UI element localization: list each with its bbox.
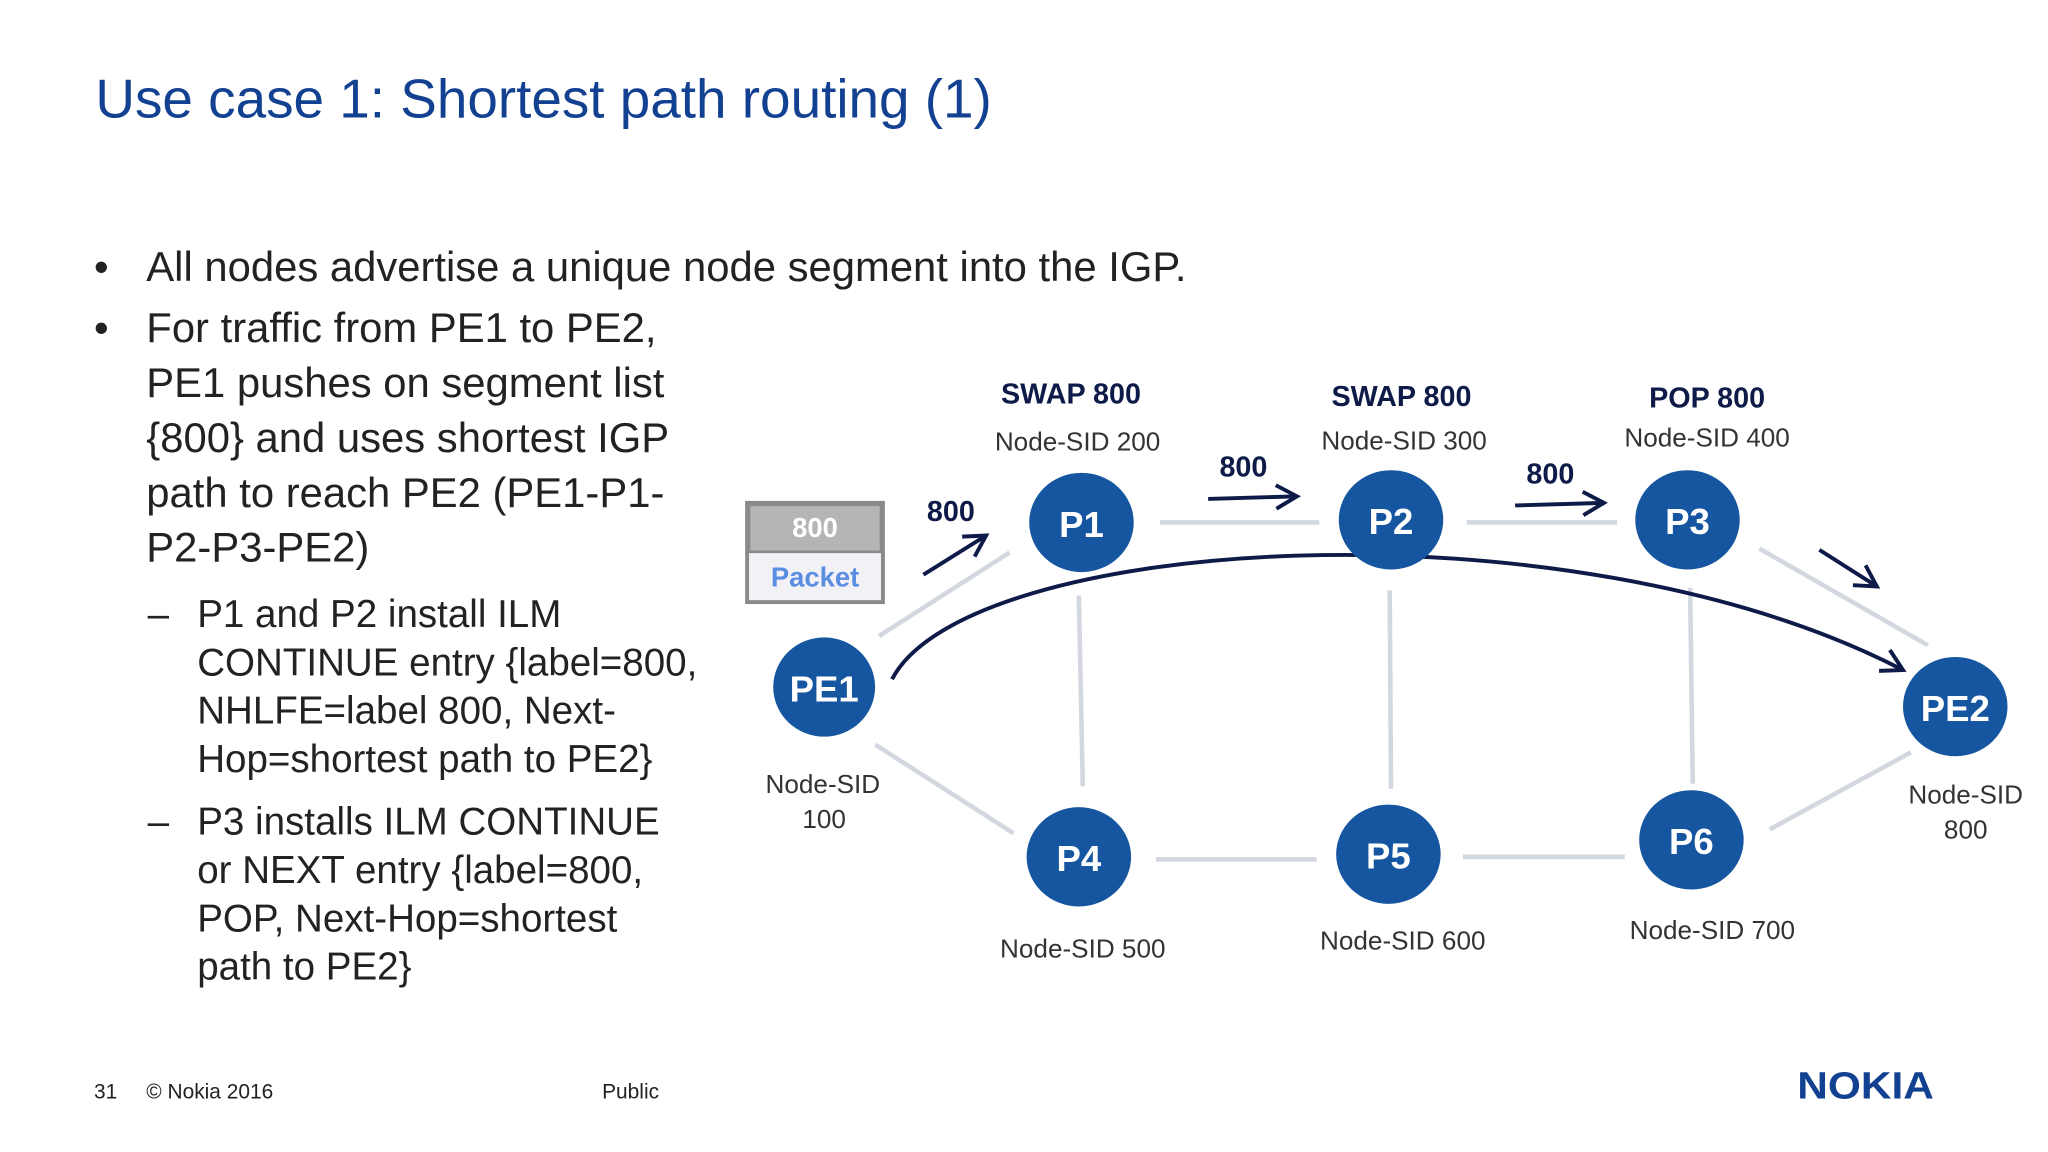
node-label: P4	[1056, 838, 1101, 879]
nodes: PE1 P1 P2 P3 PE2 P4 P5 P6	[773, 470, 2008, 907]
hop-arrow	[1818, 548, 1881, 589]
links	[873, 520, 1929, 862]
sid-label-pe1: Node-SID	[766, 769, 881, 799]
sid-label-pe2: Node-SID	[1908, 779, 2023, 809]
hop-label: 800	[1219, 452, 1267, 484]
packet-label: 800	[792, 512, 838, 543]
node-pe1: PE1	[773, 637, 876, 737]
link-p3-pe2	[1758, 546, 1929, 648]
nokia-logo: NOKIA	[1797, 1065, 1934, 1108]
hop-label: 800	[1526, 458, 1574, 490]
sid-label-p4: Node-SID 500	[1000, 933, 1165, 963]
sid-label-pe2: 800	[1944, 815, 1988, 845]
node-label: P2	[1369, 501, 1414, 542]
hop-label: 800	[927, 496, 975, 528]
node-label: PE1	[790, 668, 859, 709]
hop-arrow	[922, 533, 990, 577]
bullet-line: For traffic from PE1 to PE2,	[146, 304, 657, 352]
sub-bullet-line: CONTINUE entry {label=800,	[197, 641, 698, 685]
shortest-path-arrow	[890, 552, 1907, 681]
dash: –	[147, 592, 170, 637]
page-number: 31	[94, 1081, 118, 1104]
packet-payload: Packet	[771, 561, 859, 592]
sub-bullet-2: – P3 installs ILM CONTINUE or NEXT entry…	[148, 798, 660, 991]
sub-bullet-line: POP, Next-Hop=shortest	[197, 897, 618, 941]
bullet-dot: •	[94, 242, 109, 290]
slide-title: Use case 1: Shortest path routing (1)	[95, 67, 992, 130]
copyright: © Nokia 2016	[146, 1081, 274, 1104]
link-pe1-p4	[873, 742, 1015, 836]
bullet-line: {800} and uses shortest IGP	[146, 414, 670, 462]
classification: Public	[602, 1081, 660, 1104]
sid-label-pe1: 100	[802, 804, 846, 834]
sub-bullet-1: – P1 and P2 install ILM CONTINUE entry {…	[148, 590, 698, 783]
dash: –	[147, 800, 170, 844]
sub-bullet-line: path to PE2}	[197, 945, 412, 989]
bullet-line: PE1 pushes on segment list	[146, 359, 665, 407]
packet: 800 Packet	[745, 500, 885, 605]
node-label: P6	[1669, 821, 1714, 862]
sub-bullet-line: NHLFE=label 800, Next-	[197, 689, 616, 733]
node-p5: P5	[1336, 804, 1441, 904]
hop-arrows	[922, 483, 1881, 589]
op-label-p1: SWAP 800	[1001, 379, 1141, 411]
node-p3: P3	[1635, 470, 1740, 570]
op-label-p2: SWAP 800	[1331, 381, 1471, 413]
sub-bullet-line: Hop=shortest path to PE2}	[197, 737, 653, 782]
bullet-1: • All nodes advertise a unique node segm…	[94, 239, 1187, 294]
sid-label-p2: Node-SID 300	[1321, 425, 1486, 455]
sub-bullet-line: P1 and P2 install ILM	[197, 592, 562, 637]
node-label: P3	[1665, 501, 1710, 542]
bullet-dot: •	[94, 304, 109, 352]
link-pe1-p1	[877, 550, 1011, 639]
bullet-line: All nodes advertise a unique node segmen…	[146, 242, 1187, 290]
hop-arrow	[1208, 483, 1301, 511]
link-p3-p6	[1687, 587, 1696, 784]
bullet-line: P2-P3-PE2)	[146, 523, 370, 571]
bullet-2: • For traffic from PE1 to PE2, PE1 pushe…	[94, 300, 670, 574]
node-p4: P4	[1026, 807, 1132, 907]
node-label: P5	[1366, 836, 1411, 877]
sid-label-p5: Node-SID 600	[1320, 926, 1485, 956]
node-pe2: PE2	[1903, 656, 2008, 757]
node-p6: P6	[1639, 790, 1744, 890]
node-label: PE2	[1921, 688, 1990, 729]
sub-bullet-line: P3 installs ILM CONTINUE	[197, 800, 660, 844]
node-p1: P1	[1029, 472, 1134, 573]
link-p1-p4	[1076, 595, 1086, 787]
sub-bullet-line: or NEXT entry {label=800,	[197, 848, 644, 893]
sid-label-p3: Node-SID 400	[1624, 423, 1789, 453]
node-label: P1	[1059, 504, 1104, 545]
sid-label-p6: Node-SID 700	[1630, 915, 1795, 945]
bullet-line: path to reach PE2 (PE1-P1-	[146, 468, 665, 516]
link-p6-pe2	[1768, 750, 1912, 832]
sid-label-p1: Node-SID 200	[995, 427, 1160, 457]
op-label-p3: POP 800	[1649, 383, 1765, 415]
hop-arrow	[1515, 489, 1608, 517]
node-p2: P2	[1338, 470, 1444, 570]
link-p2-p5	[1387, 590, 1394, 789]
